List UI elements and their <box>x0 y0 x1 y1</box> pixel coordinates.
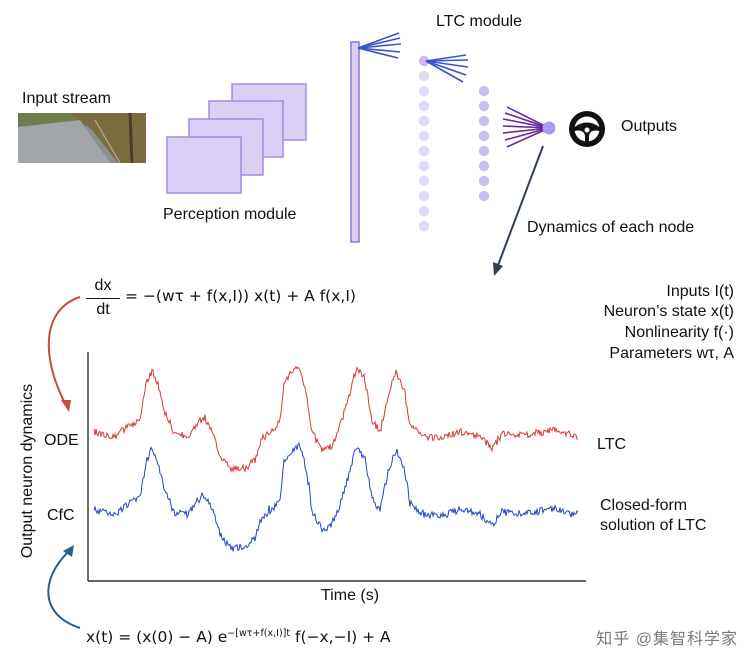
output-fan-connections <box>502 106 550 148</box>
feature-bar <box>350 41 360 243</box>
plot-xlabel: Time (s) <box>321 587 380 604</box>
cfc-tick-label: CfC <box>47 507 75 524</box>
cfc-trace-label-2: solution of LTC <box>600 517 707 534</box>
bar-fan-connections <box>357 32 402 59</box>
ltc-module-label: LTC module <box>436 13 522 30</box>
ltc-neurons-col1 <box>418 55 430 232</box>
fraction-bar <box>86 298 120 299</box>
ltc-neurons-col2 <box>478 85 490 202</box>
cfc-rhs: f(−x,−I) + A <box>290 628 391 647</box>
plot-axes <box>87 352 586 582</box>
ltc-trace-label: LTC <box>597 436 627 453</box>
input-stream-image <box>18 112 146 164</box>
cfc-lhs: x(t) = (x(0) − A) e <box>86 628 228 647</box>
legend-inputs: Inputs I(t) <box>666 283 734 300</box>
dynamics-label: Dynamics of each node <box>527 219 695 236</box>
input-stream-label: Input stream <box>22 90 111 107</box>
ode-tick-label: ODE <box>44 432 79 449</box>
steering-wheel-icon <box>569 111 605 147</box>
legend-nonlinearity: Nonlinearity f(·) <box>624 324 734 341</box>
legend-state: Neuron’s state x(t) <box>603 303 734 320</box>
ode-fraction: dx dt <box>86 277 120 319</box>
cfc-exponent: −[wτ+f(x,I)]t <box>227 628 291 639</box>
ode-curve-arrow <box>47 296 81 412</box>
ode-numerator: dx <box>94 277 112 294</box>
dynamics-arrow <box>493 145 544 276</box>
cfc-trace <box>93 441 579 552</box>
outputs-label: Outputs <box>621 118 678 135</box>
ode-equation: = −(wτ + f(x,I)) x(t) + A f(x,I) <box>125 287 356 305</box>
cfc-trace-label-1: Closed-form <box>600 497 688 514</box>
perception-stack <box>166 83 307 194</box>
plot-traces <box>93 365 579 552</box>
perception-module-label: Perception module <box>163 206 297 223</box>
legend-parameters: Parameters wτ, A <box>609 345 734 362</box>
output-node <box>542 121 556 135</box>
plot-ylabel: Output neuron dynamics <box>19 383 36 559</box>
cfc-curve-arrow <box>47 545 81 629</box>
ltc-trace <box>93 365 579 474</box>
cfc-equation: x(t) = (x(0) − A) e−[wτ+f(x,I)]t f(−x,−I… <box>86 628 391 646</box>
ode-denominator: dt <box>96 301 110 318</box>
watermark: 知乎 @集智科学家 <box>596 631 738 648</box>
neuron-fan-connections <box>425 54 469 83</box>
